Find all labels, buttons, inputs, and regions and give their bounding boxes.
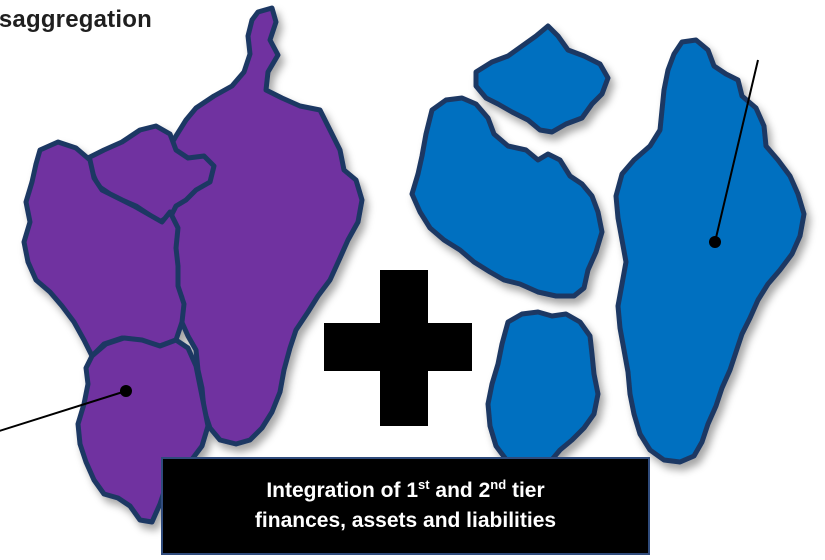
caption-line-1: Integration of 1st and 2nd tier [266, 476, 544, 506]
caption-line-2: finances, assets and liabilities [254, 509, 557, 532]
caption-box: Integration of 1st and 2nd tier finances… [161, 457, 650, 555]
right-leader-line [714, 59, 759, 243]
diagram-title: isaggregation [0, 6, 152, 33]
caption-sup-2: nd [490, 476, 507, 492]
right-region-group [409, 23, 807, 473]
left-leader-line [0, 390, 127, 432]
caption-sup-1: st [418, 476, 430, 492]
caption-line-1-part-c: tier [506, 478, 545, 502]
plus-sign [324, 270, 472, 426]
plus-sign-horizontal [324, 323, 472, 371]
caption-line-1-part-a: Integration of 1 [266, 478, 418, 502]
right-region-east [613, 37, 807, 465]
left-region-east [161, 5, 365, 447]
right-region-west [409, 95, 605, 299]
left-region-group [21, 5, 365, 525]
caption-line-1-part-b: and 2 [429, 478, 491, 502]
right-region-south [485, 309, 601, 473]
right-region-north [473, 23, 611, 135]
